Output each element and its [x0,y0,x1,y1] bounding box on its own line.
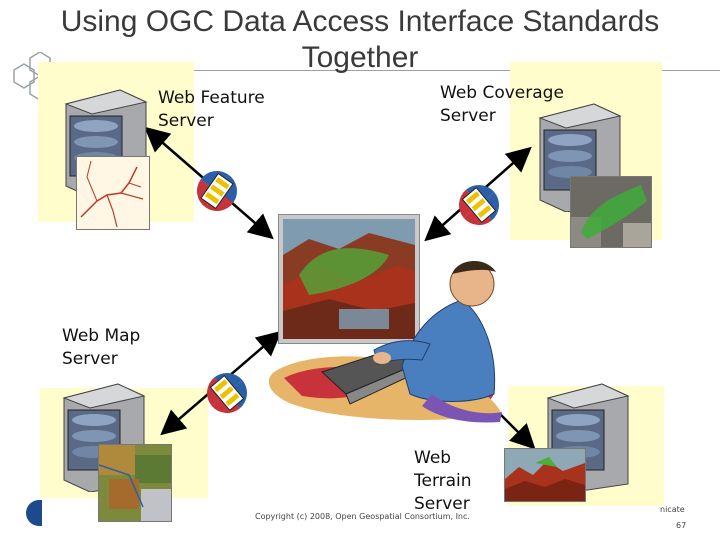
coverage-imagery-image [570,176,652,248]
coverage-server-icon [538,103,622,212]
page-number: 67 [676,521,687,530]
terrain-image [504,448,586,502]
copyright-text: Copyright (c) 2008, Open Geospatial Cons… [255,512,470,521]
composite-display-image [278,214,420,344]
map-server-label: Web Map Server [62,326,141,369]
coverage-server-label: Web Coverage Server [440,83,564,126]
map-thematic-image [98,444,172,522]
page-title: Using OGC Data Access Interface Standard… [60,5,660,74]
ogc-logo-fragment [26,500,42,526]
map-connector-icon [207,373,247,413]
terrain-server-label: Web Terrain Server [414,448,472,514]
user-with-laptop-illustration [268,260,502,423]
feature-connector-icon [197,171,237,211]
feature-road-map-image [76,156,150,230]
footer-fragment-text: nicate [660,505,685,514]
feature-server-label: Web Feature Server [158,88,265,131]
coverage-connector-icon [459,185,499,225]
title-divider [50,70,720,71]
